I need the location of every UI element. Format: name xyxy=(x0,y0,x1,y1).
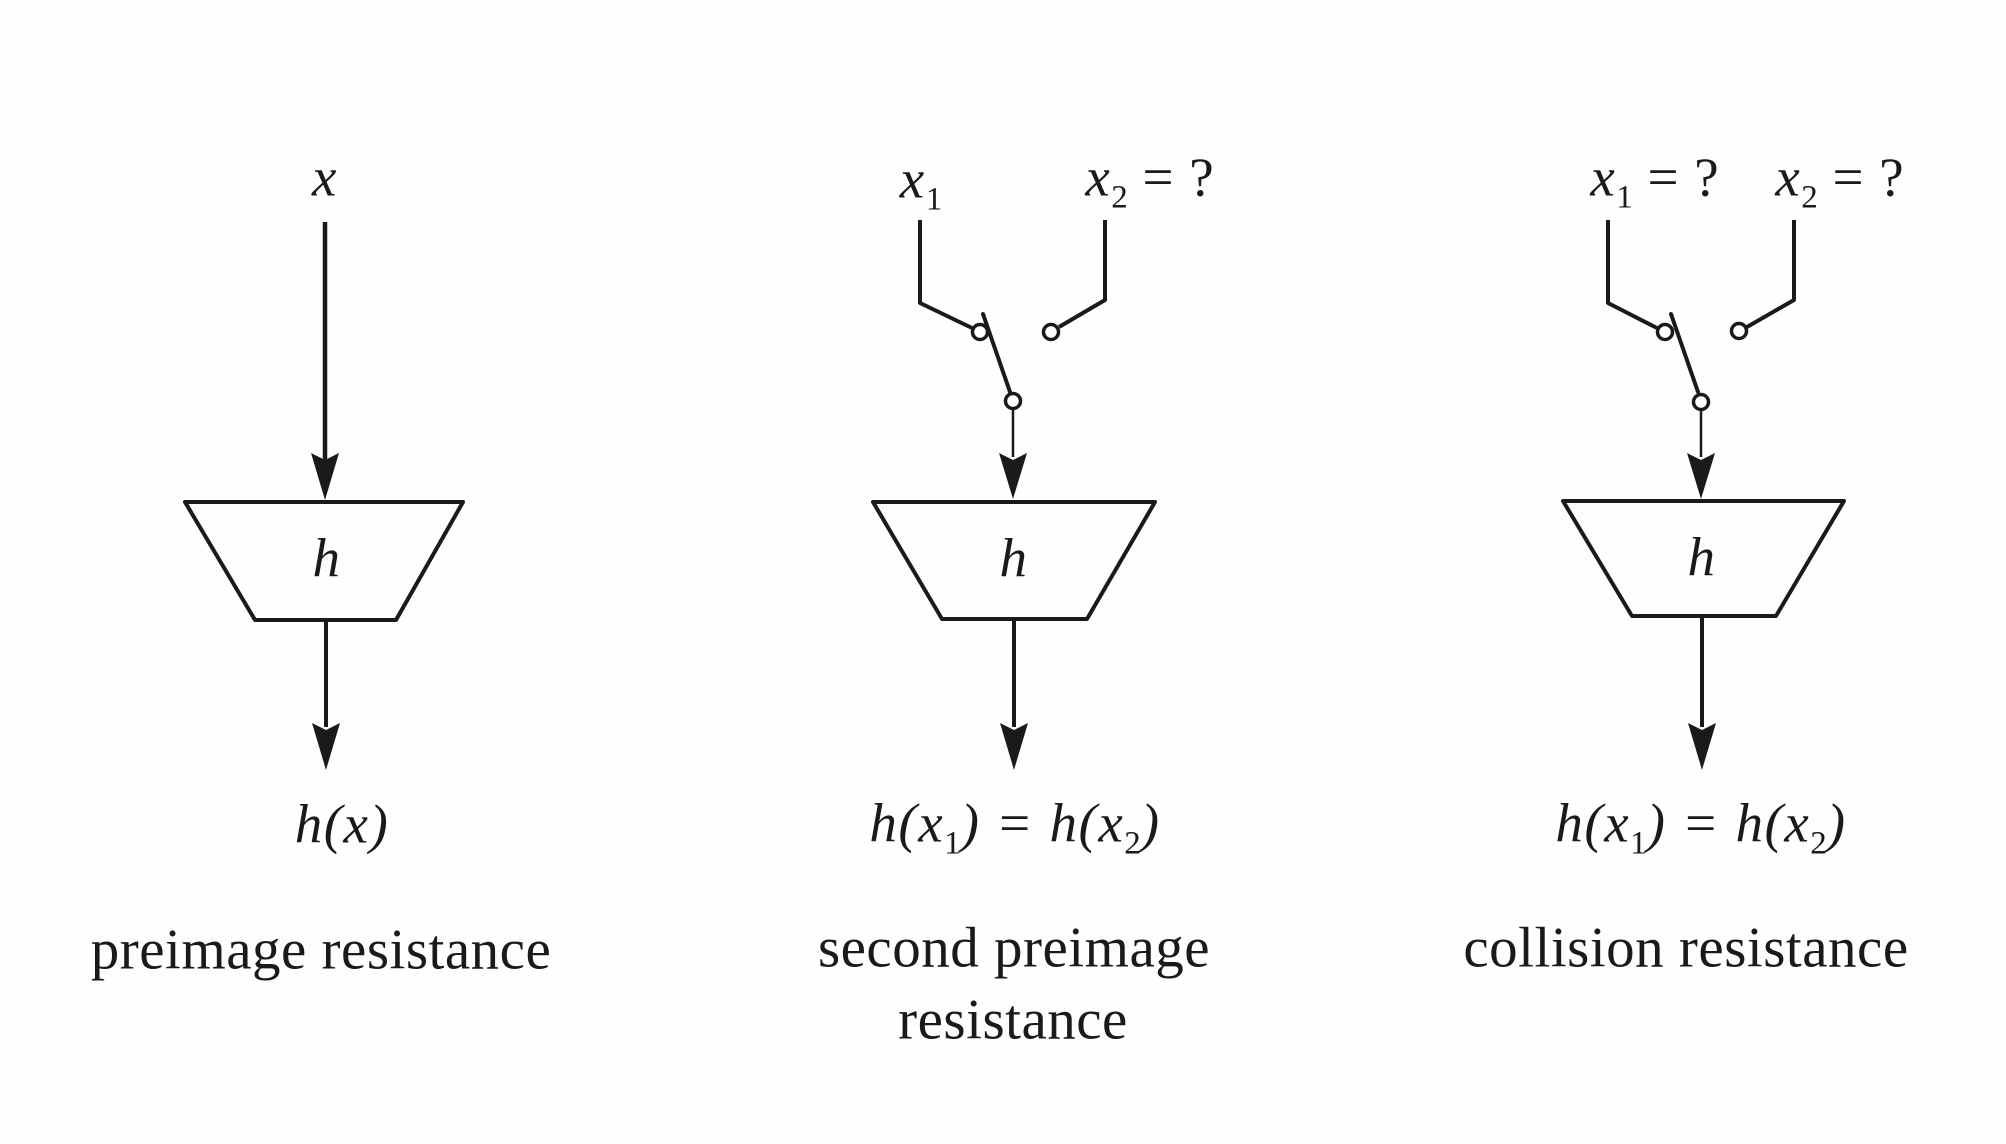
switch-lever xyxy=(981,312,1012,394)
input-label-x1: x1 xyxy=(899,148,942,217)
switch-pivot-icon xyxy=(1691,392,1711,412)
switch-contact-left-icon xyxy=(1655,322,1675,342)
preimage-diagram xyxy=(183,222,465,770)
hash-function-label: h xyxy=(999,527,1029,589)
switch-contact-right-icon xyxy=(1041,322,1061,342)
equation-subscript: 2 xyxy=(1124,825,1141,862)
switch-contact-right-icon xyxy=(1729,321,1749,341)
equation-subscript: 2 xyxy=(1810,825,1827,862)
switch-branch-left xyxy=(1606,220,1658,330)
hash-function-label: h xyxy=(312,527,342,589)
input-label-base: x xyxy=(899,148,926,210)
input-label-base: x xyxy=(1590,146,1617,208)
hash-function-trapezoid xyxy=(871,500,1157,621)
input-arrowhead-icon xyxy=(999,453,1027,499)
equation-part: ) xyxy=(1826,792,1847,854)
input-label-subscript: 2 xyxy=(1111,179,1128,216)
switch-branch-right xyxy=(1057,220,1107,329)
switch-lever xyxy=(1669,312,1700,394)
input-label-suffix: = ? xyxy=(1817,146,1905,208)
output-label-hx: h(x) xyxy=(294,793,390,855)
switch-contact-left-icon xyxy=(970,322,990,342)
output-label-collision-equation: h(x1) = h(x2) xyxy=(869,792,1161,861)
switch-branch-left xyxy=(918,220,973,330)
input-label-x2-unknown: x2 = ? xyxy=(1085,146,1215,215)
second-preimage-diagram xyxy=(871,220,1157,770)
equation-part: ) xyxy=(1140,792,1161,854)
equation-part: ) = h(x xyxy=(1646,792,1811,854)
hash-function-trapezoid xyxy=(1561,499,1846,618)
input-label-base: x xyxy=(1775,146,1802,208)
equation-part: ) = h(x xyxy=(960,792,1125,854)
caption-second-preimage-line1: second preimage xyxy=(817,916,1211,980)
collision-diagram xyxy=(1561,220,1846,770)
switch-pivot-icon xyxy=(1003,391,1023,411)
output-arrowhead-icon xyxy=(1688,723,1716,770)
input-label-x2-unknown: x2 = ? xyxy=(1775,146,1905,215)
input-arrowhead-icon xyxy=(1687,453,1715,499)
input-label-x1-unknown: x1 = ? xyxy=(1590,146,1720,215)
hash-function-trapezoid xyxy=(183,500,465,622)
input-label-subscript: 2 xyxy=(1801,179,1818,216)
hash-function-label: h xyxy=(1687,526,1717,588)
input-label-subscript: 1 xyxy=(925,181,943,218)
input-label-x: x xyxy=(312,146,338,208)
equation-part: h(x xyxy=(1555,792,1631,854)
caption-preimage-resistance: preimage resistance xyxy=(90,918,552,982)
output-label-collision-equation: h(x1) = h(x2) xyxy=(1555,792,1847,861)
equation-subscript: 1 xyxy=(944,825,961,862)
switch-branch-right xyxy=(1746,220,1796,329)
input-arrowhead-icon xyxy=(311,453,339,500)
output-arrowhead-icon xyxy=(312,723,340,770)
caption-collision-resistance: collision resistance xyxy=(1463,916,1909,980)
input-label-base: x xyxy=(1085,146,1112,208)
input-label-subscript: 1 xyxy=(1616,179,1633,216)
equation-subscript: 1 xyxy=(1630,825,1647,862)
input-label-suffix: = ? xyxy=(1632,146,1720,208)
equation-part: h(x xyxy=(869,792,945,854)
caption-second-preimage-line2: resistance xyxy=(898,988,1128,1052)
output-arrowhead-icon xyxy=(1000,723,1028,770)
input-label-suffix: = ? xyxy=(1127,146,1215,208)
